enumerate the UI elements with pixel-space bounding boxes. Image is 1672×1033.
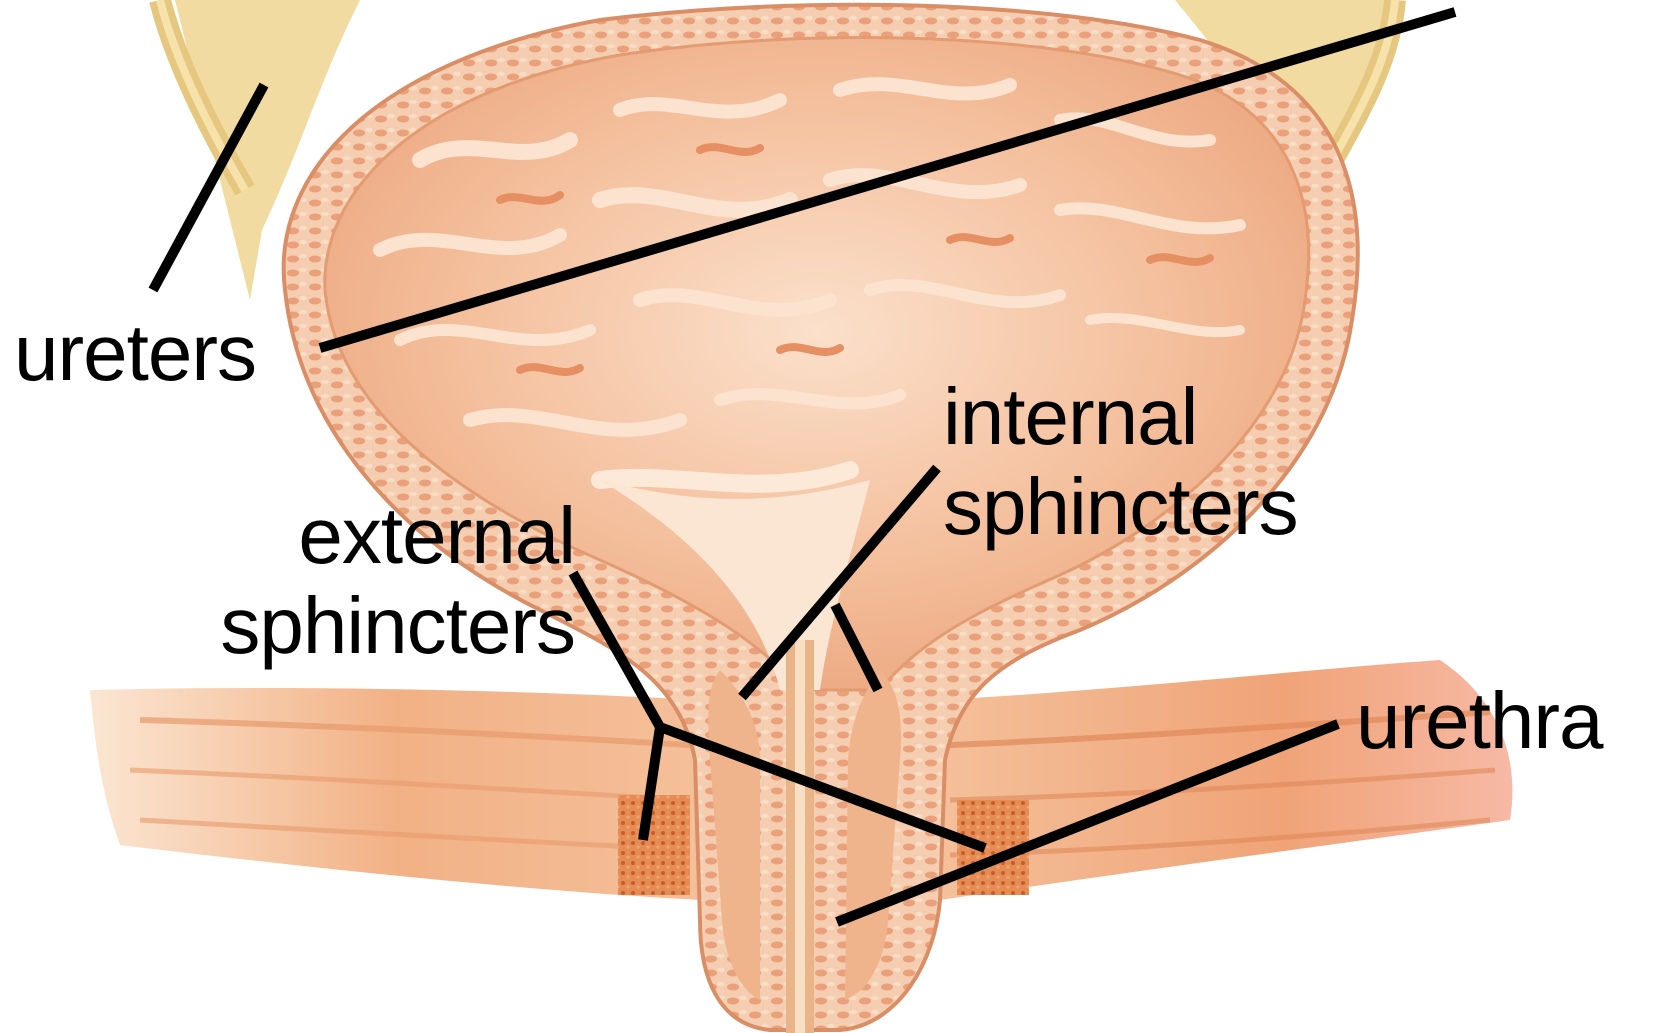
label-external-sphincters: external sphincters	[137, 491, 575, 671]
label-urethra-text: urethra	[1356, 676, 1602, 766]
label-internal-sphincters: internal sphincters	[943, 372, 1298, 552]
label-internal-line2: sphincters	[943, 462, 1298, 552]
label-internal-line1: internal	[943, 372, 1298, 462]
label-external-line1: external	[137, 491, 575, 581]
label-ureters: ureters	[14, 308, 256, 398]
label-urethra: urethra	[1356, 676, 1602, 766]
label-ureters-text: ureters	[14, 308, 256, 398]
external-sphincter-left	[618, 795, 690, 895]
pelvic-floor-muscle-left	[90, 688, 700, 900]
label-external-line2: sphincters	[137, 581, 575, 671]
